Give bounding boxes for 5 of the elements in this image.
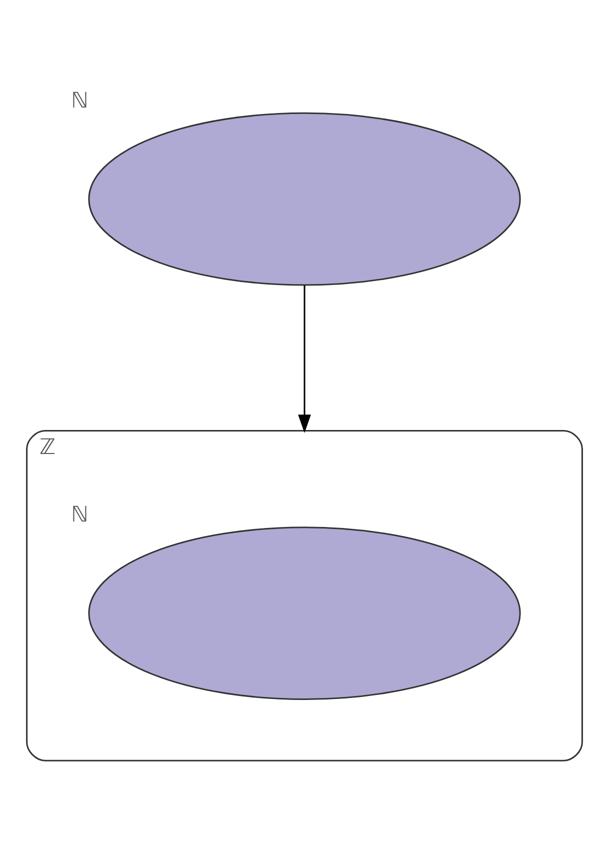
node-label: ℕ	[71, 88, 88, 113]
node-label: ℕ	[71, 502, 88, 528]
arrow	[298, 284, 311, 433]
node-ellipse	[88, 526, 521, 700]
node-ellipse	[88, 112, 521, 286]
